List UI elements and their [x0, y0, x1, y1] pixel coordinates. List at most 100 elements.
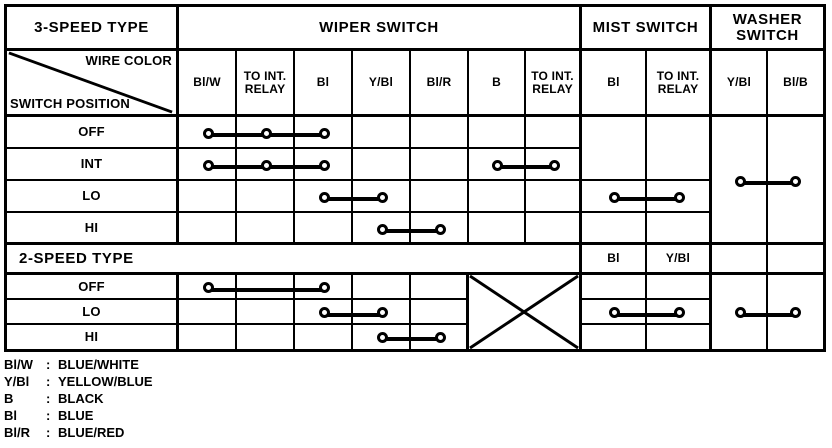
cell-3speed-hi-bl: [295, 213, 353, 245]
cell-3speed-hi-bl-w: [179, 213, 237, 245]
row-label-2speed-hi: HI: [7, 325, 179, 349]
cross-out-icon: [469, 275, 579, 349]
cell-2speed-lo-bl-w: [179, 300, 237, 325]
cell-3speed-lo-y-bl: [353, 181, 411, 213]
contact-node-3speed-off-to-int-relay: [260, 127, 272, 139]
legend-separator: :: [46, 425, 51, 440]
cell-3speed-int-y-bl: [353, 149, 411, 181]
column-header-wiper-b: B: [469, 51, 526, 117]
switch-position-label: SWITCH POSITION: [10, 96, 130, 112]
cell-3speed-mist-bl-hi: [582, 213, 647, 245]
cell-2speed-mist-bl-hi: [582, 325, 647, 349]
contact-node-3speed-off-bl-w: [202, 127, 214, 139]
cell-3speed-int-to-int-relay-2: [526, 149, 582, 181]
legend-name: BLUE/WHITE: [58, 357, 139, 372]
contact-node-3speed-int-bl: [318, 159, 330, 171]
contact-node-3speed-int-to-int-relay-1: [260, 159, 272, 171]
column-header-wiper-to-int-relay-2: TO INT. RELAY: [526, 51, 582, 117]
legend-item: Bl/R: BLUE/RED: [4, 424, 404, 441]
contact-node-2speed-lo-bl: [318, 307, 330, 318]
cell-3speed-off-bl: [295, 117, 353, 149]
group-header-3-speed-type: 3-SPEED TYPE: [7, 7, 179, 51]
legend-item: Bl:BLUE: [4, 407, 404, 424]
column-header-2speed-mist-y-bl: Y/Bl: [647, 245, 712, 275]
legend-separator: :: [46, 374, 51, 389]
cell-3speed-hi-b: [469, 213, 526, 245]
cell-3speed-hi-to-int-relay-2: [526, 213, 582, 245]
contact-link-3speed-lo-mist: [614, 197, 680, 201]
cell-3speed-lo-to-int-relay-1: [237, 181, 295, 213]
cell-2speed-mist-y-bl-lo: [647, 300, 712, 325]
group-header-wiper-switch: WIPER SWITCH: [179, 7, 582, 51]
cell-3speed-lo-bl-w: [179, 181, 237, 213]
cell-3speed-mist-to-int-relay-lo: [647, 181, 712, 213]
corner-header-cell: WIRE COLOR SWITCH POSITION: [7, 51, 179, 117]
legend-item: Y/Bl: YELLOW/BLUE: [4, 373, 404, 390]
legend-separator: :: [46, 357, 51, 372]
cell-2speed-washer-y-bl: [712, 275, 768, 349]
legend-name: YELLOW/BLUE: [58, 374, 153, 389]
cell-2speed-washer-header-bl-b: [768, 245, 823, 275]
group-header-mist-switch: MIST SWITCH: [582, 7, 712, 51]
cell-3speed-hi-to-int-relay-1: [237, 213, 295, 245]
legend-name: BLUE: [58, 408, 94, 423]
cell-3speed-lo-bl-r: [411, 181, 469, 213]
contact-node-2speed-hi-bl-r: [434, 331, 446, 343]
contact-node-3speed-hi-y-bl: [376, 223, 388, 235]
contact-node-2speed-off-bl: [318, 282, 330, 293]
column-header-mist-to-int-relay: TO INT. RELAY: [647, 51, 712, 117]
cell-3speed-off-b: [469, 117, 526, 149]
cell-3speed-hi-bl-r: [411, 213, 469, 245]
row-label-3speed-lo: LO: [7, 181, 179, 213]
column-header-wiper-to-int-relay-1: TO INT. RELAY: [237, 51, 295, 117]
continuity-table: 3-SPEED TYPE WIPER SWITCH MIST SWITCH WA…: [4, 4, 826, 352]
legend-item: B:BLACK: [4, 390, 404, 407]
cell-3speed-off-bl-r: [411, 117, 469, 149]
legend-code: Bl/R: [4, 425, 30, 440]
contact-link-2speed-lo-wiper: [324, 312, 382, 317]
contact-link-2speed-lo-mist: [614, 312, 680, 317]
contact-node-2speed-lo-mist-y-bl: [674, 307, 685, 318]
contact-node-3speed-lo-bl: [318, 191, 330, 203]
cell-2speed-lo-y-bl: [353, 300, 411, 325]
contact-node-3speed-washer-bl-b: [790, 175, 801, 187]
column-header-washer-y-bl: Y/Bl: [712, 51, 768, 117]
cell-2speed-hi-bl-w: [179, 325, 237, 349]
row-label-2speed-off: OFF: [7, 275, 179, 300]
cell-3speed-int-bl: [295, 149, 353, 181]
contact-node-3speed-lo-mist-to-int-relay: [674, 191, 685, 203]
cell-2speed-mist-y-bl-hi: [647, 325, 712, 349]
cell-2speed-off-y-bl: [353, 275, 411, 300]
column-header-wiper-bl-w: Bl/W: [179, 51, 237, 117]
wire-color-legend: Bl/W: BLUE/WHITE Y/Bl: YELLOW/BLUE B:BLACK…: [4, 356, 404, 441]
not-applicable-crossed-region: [469, 275, 582, 349]
contact-link-3speed-int-relay: [497, 165, 554, 169]
cell-3speed-off-to-int-relay-2: [526, 117, 582, 149]
row-label-3speed-int: INT: [7, 149, 179, 181]
contact-node-3speed-lo-y-bl: [376, 191, 388, 203]
column-header-wiper-bl-r: Bl/R: [411, 51, 469, 117]
wire-color-label: WIRE COLOR: [85, 53, 172, 68]
legend-name: BLUE/RED: [58, 425, 125, 440]
contact-node-3speed-washer-y-bl: [734, 175, 746, 187]
contact-link-2speed-lo-washer: [740, 312, 796, 317]
cell-2speed-mist-y-bl-off: [647, 275, 712, 300]
legend-separator: :: [46, 391, 51, 406]
cell-2speed-hi-bl: [295, 325, 353, 349]
row-label-2speed-lo: LO: [7, 300, 179, 325]
cell-3speed-lo-to-int-relay-2: [526, 181, 582, 213]
legend-code: Y/Bl: [4, 374, 30, 389]
row-label-3speed-hi: HI: [7, 213, 179, 245]
contact-node-2speed-lo-washer-y-bl: [734, 307, 746, 318]
cell-2speed-lo-to-int-relay-1: [237, 300, 295, 325]
contact-node-2speed-lo-mist-bl: [609, 307, 620, 318]
group-header-washer-switch: WASHER SWITCH: [712, 7, 823, 51]
column-header-2speed-mist-bl: Bl: [582, 245, 647, 275]
cell-2speed-hi-bl-r: [411, 325, 469, 349]
cell-2speed-off-bl: [295, 275, 353, 300]
cell-2speed-mist-bl-off: [582, 275, 647, 300]
legend-code: Bl/W: [4, 357, 33, 372]
legend-code: Bl: [4, 408, 17, 423]
contact-node-3speed-int-to-int-relay-2: [548, 159, 560, 171]
